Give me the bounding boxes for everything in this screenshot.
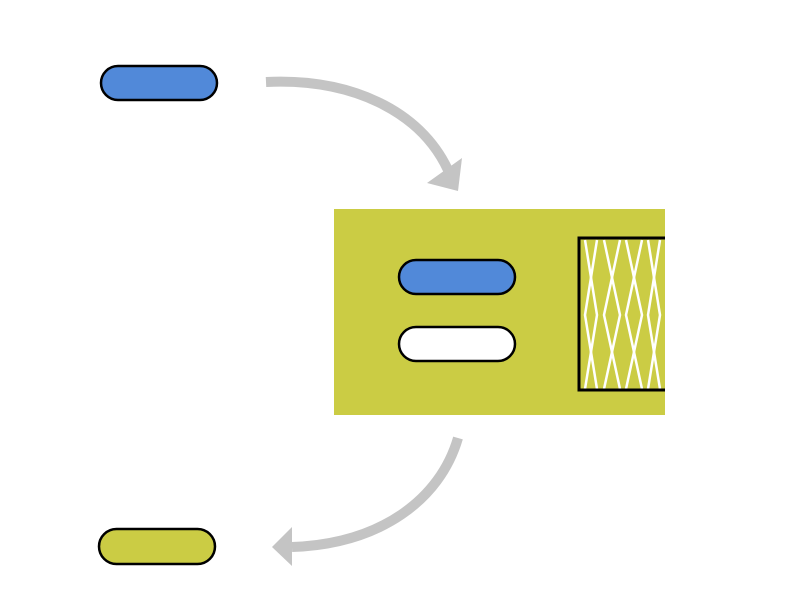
hatched-panel-border bbox=[577, 236, 665, 392]
output-pill bbox=[97, 527, 217, 566]
arrow-box-to-output bbox=[272, 436, 463, 566]
arrow-input-to-box bbox=[265, 76, 462, 191]
arrowhead-down-icon bbox=[427, 158, 462, 191]
zigzag-hatch-pattern bbox=[583, 239, 662, 390]
inner-blue-pill bbox=[397, 258, 517, 296]
process-box bbox=[334, 209, 665, 415]
hatched-panel bbox=[577, 236, 665, 392]
arrowhead-left-icon bbox=[272, 527, 292, 566]
inner-white-pill bbox=[397, 325, 517, 363]
input-pill bbox=[99, 64, 219, 102]
